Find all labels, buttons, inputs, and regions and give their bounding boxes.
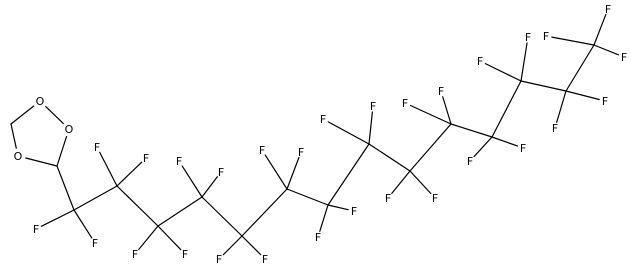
c-f-bond — [181, 165, 203, 198]
c-f-bond — [409, 104, 452, 125]
fluorine-atom-label: F — [262, 253, 268, 266]
c-f-bond — [319, 204, 329, 232]
fluorine-atom-label: F — [385, 192, 391, 205]
chain-bond — [409, 123, 452, 172]
c-f-bond — [551, 36, 595, 46]
fluorine-atom-label: F — [259, 144, 265, 157]
fluorine-atom-label: F — [92, 237, 98, 250]
fluorine-atom-label: F — [216, 253, 222, 266]
fluorine-atom-label: F — [320, 113, 326, 126]
c-f-bond — [473, 136, 493, 158]
ring-bond-4 — [56, 136, 68, 167]
fluorine-atom-label: F — [432, 192, 438, 205]
chain-bond — [157, 196, 203, 227]
c-f-bond — [556, 90, 567, 123]
c-f-bond — [593, 13, 607, 46]
fluorine-atom-label: F — [467, 155, 473, 168]
ring-bond-3 — [25, 157, 58, 167]
ring-bond-2 — [10, 123, 17, 149]
fluorine-atom-label: F — [552, 122, 558, 135]
c-f-bond — [593, 44, 620, 56]
fluorine-atom-label: F — [94, 141, 100, 154]
ring-chain-bond — [56, 165, 75, 211]
c-f-bond — [222, 235, 243, 256]
fluorine-atom-label: F — [370, 100, 376, 113]
fluorine-atom-label: F — [402, 97, 408, 110]
fluorine-atom-label: F — [525, 31, 531, 44]
c-f-bond — [157, 225, 182, 251]
ring-bond-5 — [45, 105, 64, 125]
fluorine-atom-label: F — [477, 55, 483, 68]
chain-bond — [116, 185, 159, 227]
chain-bond — [73, 185, 118, 211]
fluorine-atom-label: F — [602, 95, 608, 108]
c-f-bond — [138, 225, 159, 250]
fluorine-atom-label: F — [182, 248, 188, 261]
fluorine-atom-label: F — [33, 223, 39, 236]
c-f-bond — [201, 176, 218, 198]
c-f-bond — [286, 157, 300, 190]
chain-bond — [450, 123, 493, 138]
c-f-bond — [442, 96, 452, 125]
fluorine-atom-label: F — [543, 30, 549, 43]
fluorine-atom-label: F — [605, 3, 611, 16]
oxygen-atom-label: O — [36, 95, 45, 108]
chain-bond — [327, 143, 370, 206]
c-f-bond — [391, 170, 411, 194]
chain-bond — [368, 143, 411, 172]
c-f-bond — [73, 209, 93, 239]
c-f-bond — [368, 111, 373, 145]
chain-bond — [491, 80, 522, 138]
fluorine-atom-label: F — [298, 146, 304, 159]
ring-bond-1 — [10, 105, 35, 125]
fluorine-atom-label: F — [218, 166, 224, 179]
fluorine-atom-label: F — [438, 85, 444, 98]
c-f-bond — [409, 170, 432, 195]
chain-bond — [286, 188, 329, 206]
fluorine-atom-label: F — [315, 231, 321, 244]
c-f-bond — [264, 154, 288, 190]
c-f-bond — [40, 209, 75, 227]
fluorine-atom-label: F — [176, 155, 182, 168]
c-f-bond — [491, 136, 518, 147]
c-f-bond — [565, 90, 600, 101]
oxygen-atom-label: O — [14, 150, 23, 163]
c-f-bond — [520, 42, 528, 82]
chain-bond — [201, 196, 243, 237]
c-f-bond — [327, 204, 349, 211]
chain-bond — [241, 188, 288, 237]
fluorine-atom-label: F — [132, 248, 138, 261]
fluorine-atom-label: F — [143, 152, 149, 165]
bond-lines — [10, 13, 620, 256]
fluorine-atom-label: F — [621, 51, 627, 64]
chain-bond — [520, 80, 567, 92]
c-f-bond — [484, 63, 522, 82]
fluorine-atom-label: F — [351, 205, 357, 218]
c-f-bond — [241, 235, 262, 256]
fluorine-atom-label: F — [520, 142, 526, 155]
chain-bond — [565, 44, 595, 92]
c-f-bond — [99, 151, 118, 187]
c-f-bond — [116, 161, 143, 187]
oxygen-atom-label: O — [65, 123, 74, 136]
c-f-bond — [327, 121, 370, 145]
